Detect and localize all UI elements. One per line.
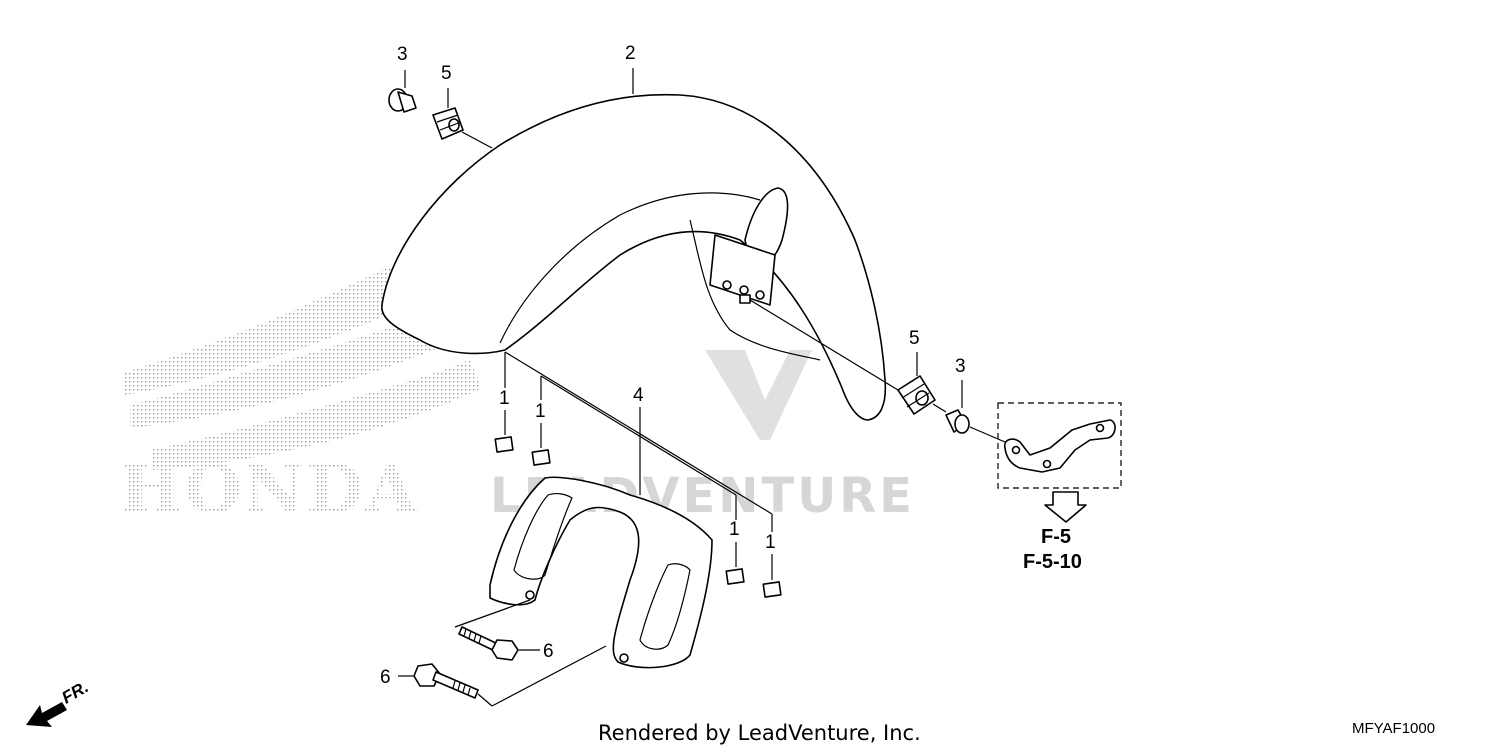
front-fender[interactable] [381, 93, 887, 421]
callout-5-right: 5 [909, 328, 920, 349]
callout-5-top: 5 [441, 63, 452, 84]
leader-lines [398, 68, 963, 707]
callout-6-upper: 6 [543, 641, 554, 662]
clip-nut-a[interactable] [494, 436, 514, 453]
bolt-lower[interactable] [413, 663, 479, 699]
clip-nut-b[interactable] [531, 449, 551, 466]
grommet-top[interactable] [432, 107, 464, 140]
reference-label-f5[interactable]: F-5 [1041, 526, 1071, 548]
honda-wing-logo: HONDA [120, 230, 482, 528]
clip-nut-c[interactable] [725, 568, 745, 585]
bolt-upper[interactable] [458, 626, 519, 661]
callout-1-b: 1 [535, 401, 546, 422]
callout-3-right: 3 [955, 356, 966, 377]
front-direction-arrow-icon: FR. [26, 677, 92, 727]
callout-1-a: 1 [499, 388, 510, 409]
collar-right[interactable] [945, 409, 970, 434]
front-direction-label: FR. [59, 677, 92, 707]
callout-1-c: 1 [729, 519, 740, 540]
collar-top[interactable] [388, 88, 417, 113]
bracket-reference [997, 402, 1122, 489]
diagram-code: MFYAF1000 [1352, 720, 1435, 737]
reference-label-f5-10[interactable]: F-5-10 [1023, 551, 1082, 573]
callout-4: 4 [633, 385, 644, 406]
clip-nut-d[interactable] [762, 581, 782, 598]
footer-credit: Rendered by LeadVenture, Inc. [598, 721, 921, 745]
callout-6-lower: 6 [380, 667, 391, 688]
callout-2: 2 [625, 43, 636, 64]
callout-3-top: 3 [397, 44, 408, 65]
reference-arrow-icon [1044, 491, 1087, 523]
grommet-right[interactable] [897, 375, 936, 415]
fender-stay[interactable] [489, 476, 713, 669]
callout-1-d: 1 [765, 532, 776, 553]
honda-logo-text: HONDA [120, 450, 419, 528]
